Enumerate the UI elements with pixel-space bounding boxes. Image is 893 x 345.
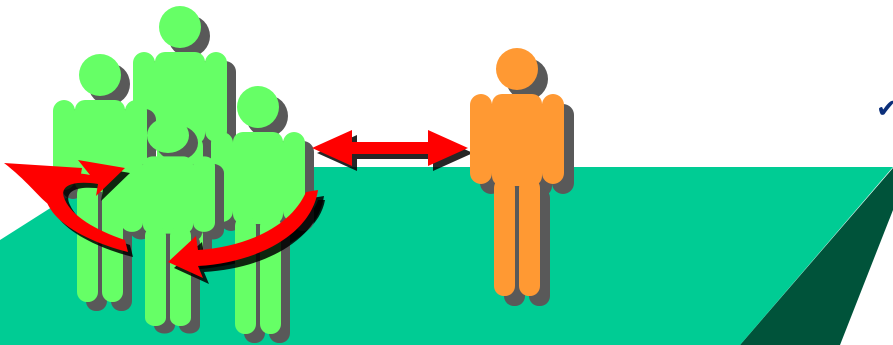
double-headed-arrow-icon: [312, 130, 473, 171]
